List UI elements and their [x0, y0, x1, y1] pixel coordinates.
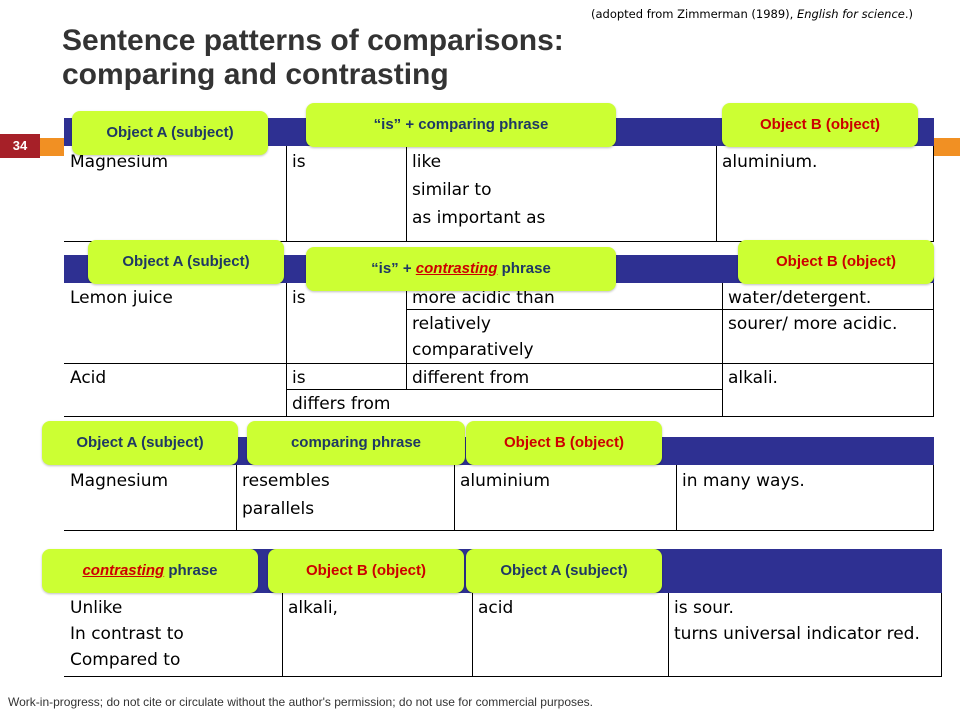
- tag-object-a-4: Object A (subject): [466, 549, 662, 593]
- table3-object: aluminium: [454, 465, 676, 531]
- tag-is-contrasting-phrase: “is” + contrasting phrase: [306, 247, 616, 291]
- table1-object: aluminium.: [716, 146, 934, 242]
- table1-subject: Magnesium: [64, 146, 286, 242]
- table2-object-2: sourer/ more acidic.: [722, 309, 934, 363]
- table2-object-3: alkali.: [722, 363, 934, 417]
- contrasting-word: contrasting: [415, 260, 498, 277]
- tag-object-b-4: Object B (object): [268, 549, 464, 593]
- tag-object-b-2: Object B (object): [738, 240, 934, 284]
- accent-bar-right: [930, 138, 960, 156]
- table2-subject-3: Acid: [64, 363, 286, 417]
- table4-predicates: is sour.turns universal indicator red.: [668, 593, 942, 677]
- accent-bar-left: [40, 138, 64, 156]
- tag-object-b-1: Object B (object): [722, 103, 918, 147]
- tag-comparing-phrase: comparing phrase: [247, 421, 465, 465]
- footer-disclaimer: Work-in-progress; do not cite or circula…: [8, 695, 593, 709]
- page-title: Sentence patterns of comparisons: compar…: [62, 24, 564, 91]
- table2-verb-1: is: [286, 283, 406, 363]
- table1-verb: is: [286, 146, 406, 242]
- tag-object-a-2: Object A (subject): [88, 240, 284, 284]
- slide-number: 34: [0, 134, 40, 158]
- tag-object-a-1: Object A (subject): [72, 111, 268, 155]
- table3-subject: Magnesium: [64, 465, 236, 531]
- table2-verb-3: is: [286, 363, 406, 389]
- table2-phrase-3: different from: [406, 363, 722, 389]
- table2-object-1: water/detergent.: [722, 283, 934, 309]
- tag-contrasting-phrase: contrasting phrase: [42, 549, 258, 593]
- tag-is-comparing-phrase: “is” + comparing phrase: [306, 103, 616, 147]
- tag-object-b-3: Object B (object): [466, 421, 662, 465]
- table2-phrase-4: differs from: [286, 389, 722, 417]
- table2-subject-1: Lemon juice: [64, 283, 286, 363]
- table3-tail: in many ways.: [676, 465, 934, 531]
- table4-object-b: alkali,: [282, 593, 472, 677]
- table4-object-a: acid: [472, 593, 668, 677]
- tag-object-a-3: Object A (subject): [42, 421, 238, 465]
- source-citation: (adopted from Zimmerman (1989), English …: [591, 7, 914, 21]
